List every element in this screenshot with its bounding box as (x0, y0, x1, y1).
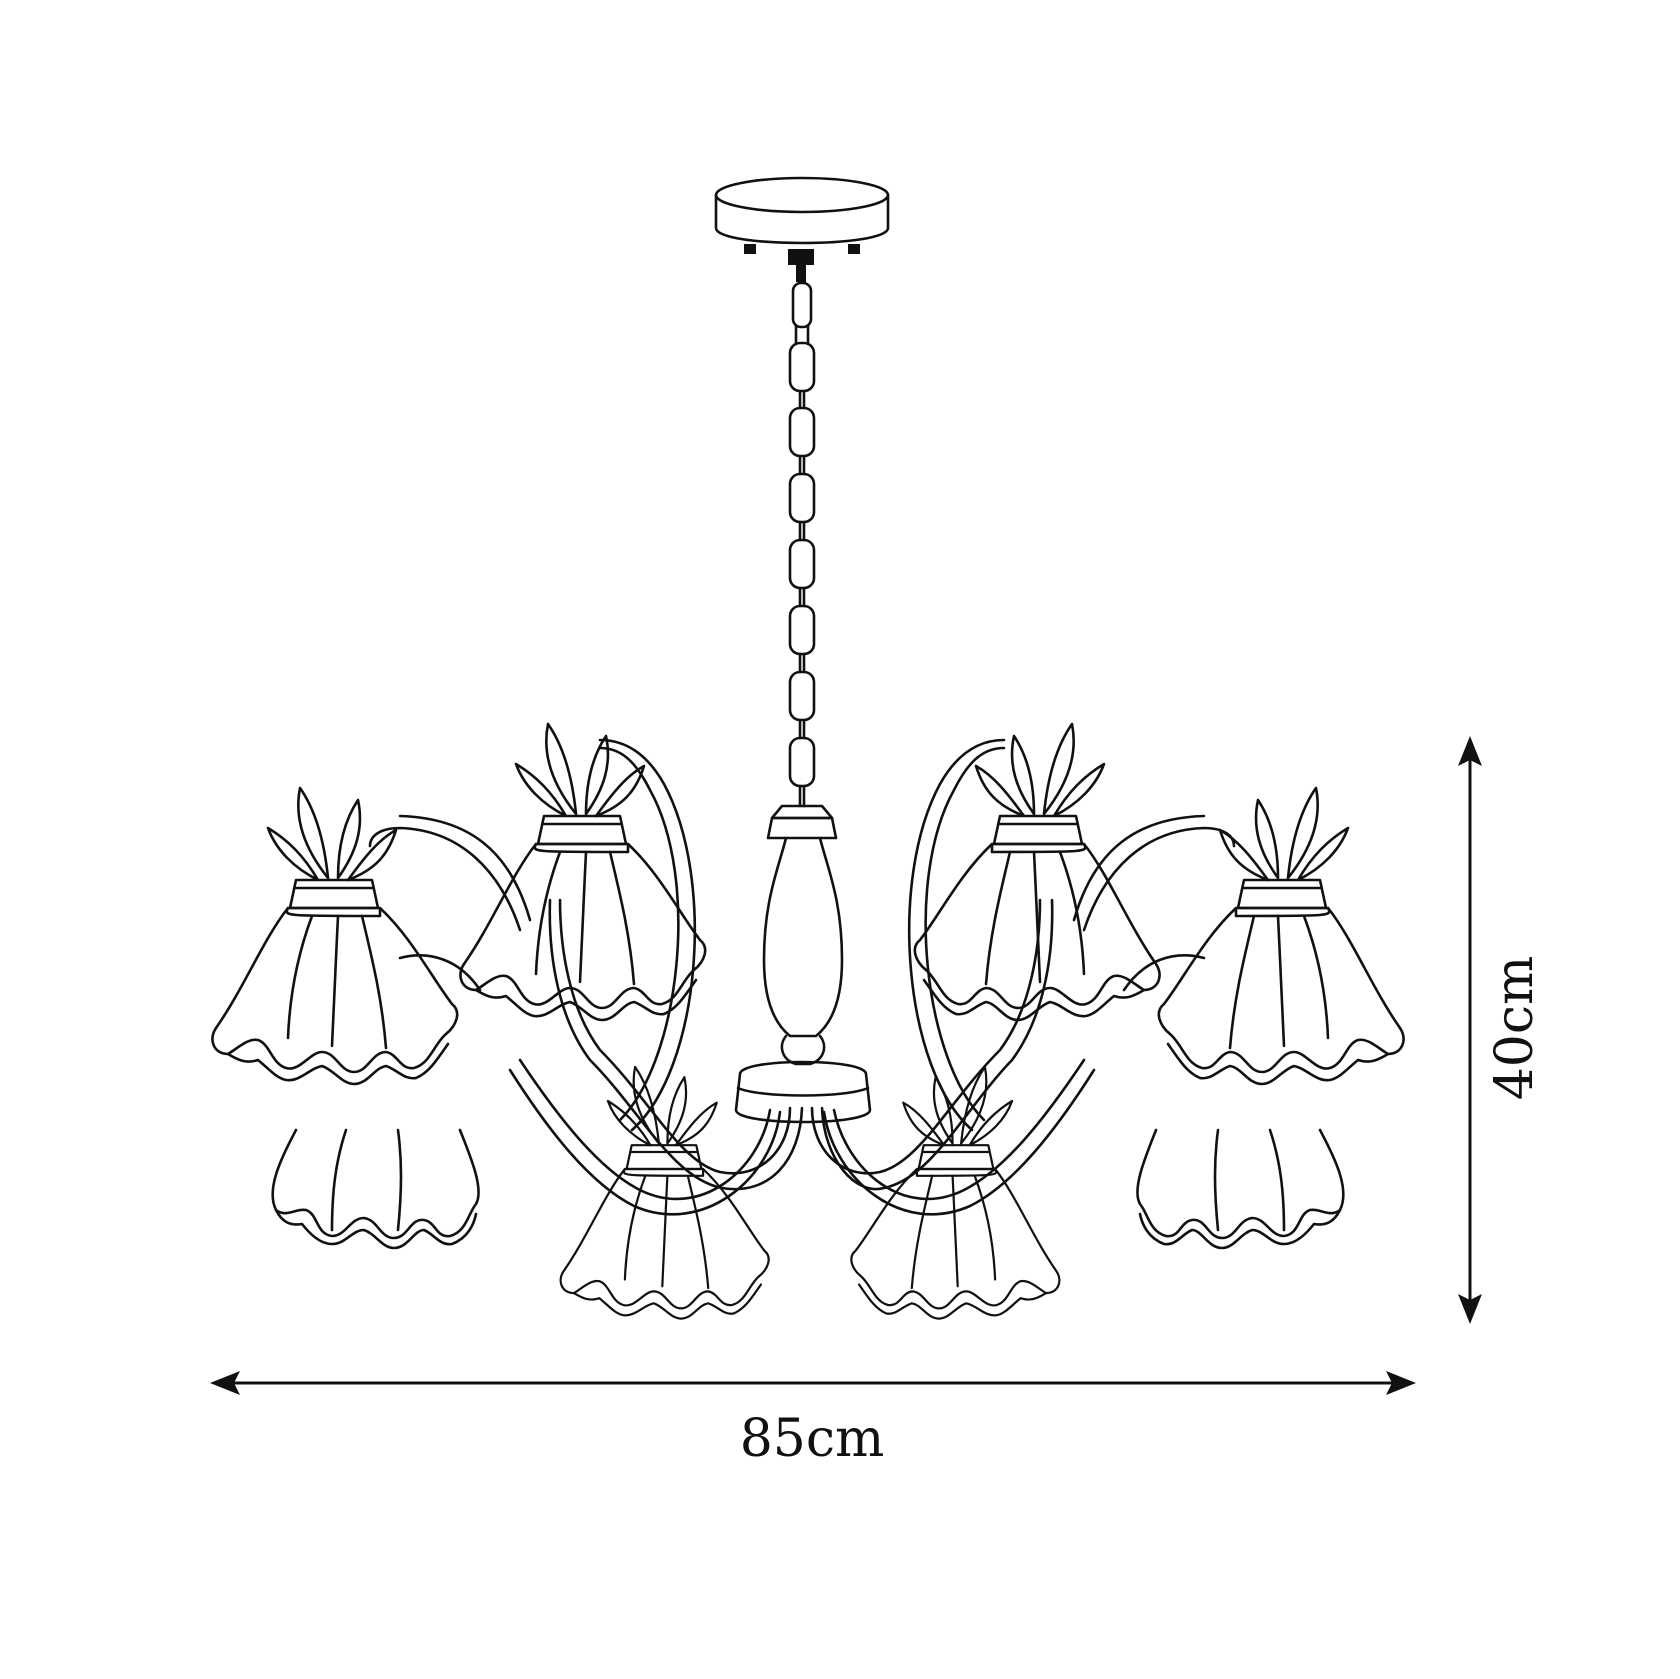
width-dimension: 85cm (210, 1371, 1416, 1469)
shade-outer-left (211, 786, 459, 1086)
chandelier-drawing (211, 176, 1405, 1320)
width-label: 85cm (740, 1409, 885, 1469)
center-column (734, 804, 872, 1124)
skirt-outer-left (271, 1128, 480, 1250)
hanging-chain (788, 281, 816, 808)
height-label: 40cm (1485, 956, 1545, 1101)
height-dimension: 40cm (1458, 736, 1545, 1324)
ceiling-canopy (714, 176, 890, 282)
shade-upper-inner-left (459, 722, 707, 1022)
shade-outer-right (1157, 786, 1405, 1086)
skirt-outer-right (1136, 1128, 1345, 1250)
